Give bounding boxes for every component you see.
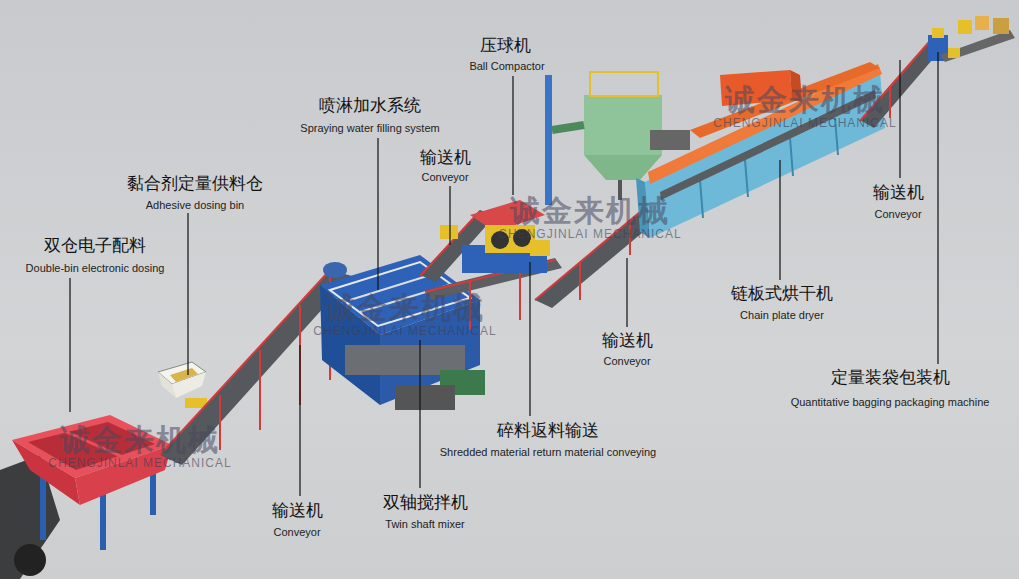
watermark: 诚金来机械: [325, 292, 485, 324]
watermark: 诚金来机械: [60, 424, 220, 456]
packing-machine: [928, 16, 1015, 62]
part-name: Double-bin electronic dosing: [26, 261, 165, 275]
part-name: Conveyor: [421, 170, 468, 184]
part-name: 输送机: [420, 147, 471, 167]
watermark: 诚金来机械: [725, 84, 885, 116]
part-name: Conveyor: [874, 207, 921, 221]
part-name: 定量装袋包装机: [831, 367, 950, 387]
part-name: 输送机: [602, 330, 653, 350]
watermark: CHENGJINLAI MECHANICAL: [498, 227, 681, 241]
part-name: 输送机: [873, 182, 924, 202]
watermark: CHENGJINLAI MECHANICAL: [713, 116, 896, 130]
part-name: Ball Compactor: [469, 59, 544, 73]
part-name: 双仓电子配料: [44, 235, 146, 255]
part-name: Conveyor: [273, 525, 320, 539]
part-name: Twin shaft mixer: [385, 517, 464, 531]
part-name: 碎料返料输送: [497, 420, 599, 440]
part-name: Adhesive dosing bin: [146, 198, 244, 212]
chain-plate-dryer: [636, 62, 885, 238]
part-name: Chain plate dryer: [740, 308, 824, 322]
part-name: Spraying water filling system: [300, 121, 439, 135]
watermark: CHENGJINLAI MECHANICAL: [48, 456, 231, 470]
watermark: 诚金来机械: [510, 195, 670, 227]
part-name: Quantitative bagging packaging machine: [791, 395, 990, 409]
watermark: CHENGJINLAI MECHANICAL: [313, 324, 496, 338]
part-name: 黏合剂定量供料仓: [127, 173, 263, 193]
part-name: Conveyor: [603, 354, 650, 368]
part-name: 链板式烘干机: [731, 283, 833, 303]
part-name: 喷淋加水系统: [319, 95, 421, 115]
adhesive-bin: [158, 362, 207, 408]
part-name: Shredded material return material convey…: [440, 445, 656, 459]
part-name: 压球机: [480, 35, 531, 55]
part-name: 输送机: [272, 500, 323, 520]
part-name: 双轴搅拌机: [383, 492, 468, 512]
